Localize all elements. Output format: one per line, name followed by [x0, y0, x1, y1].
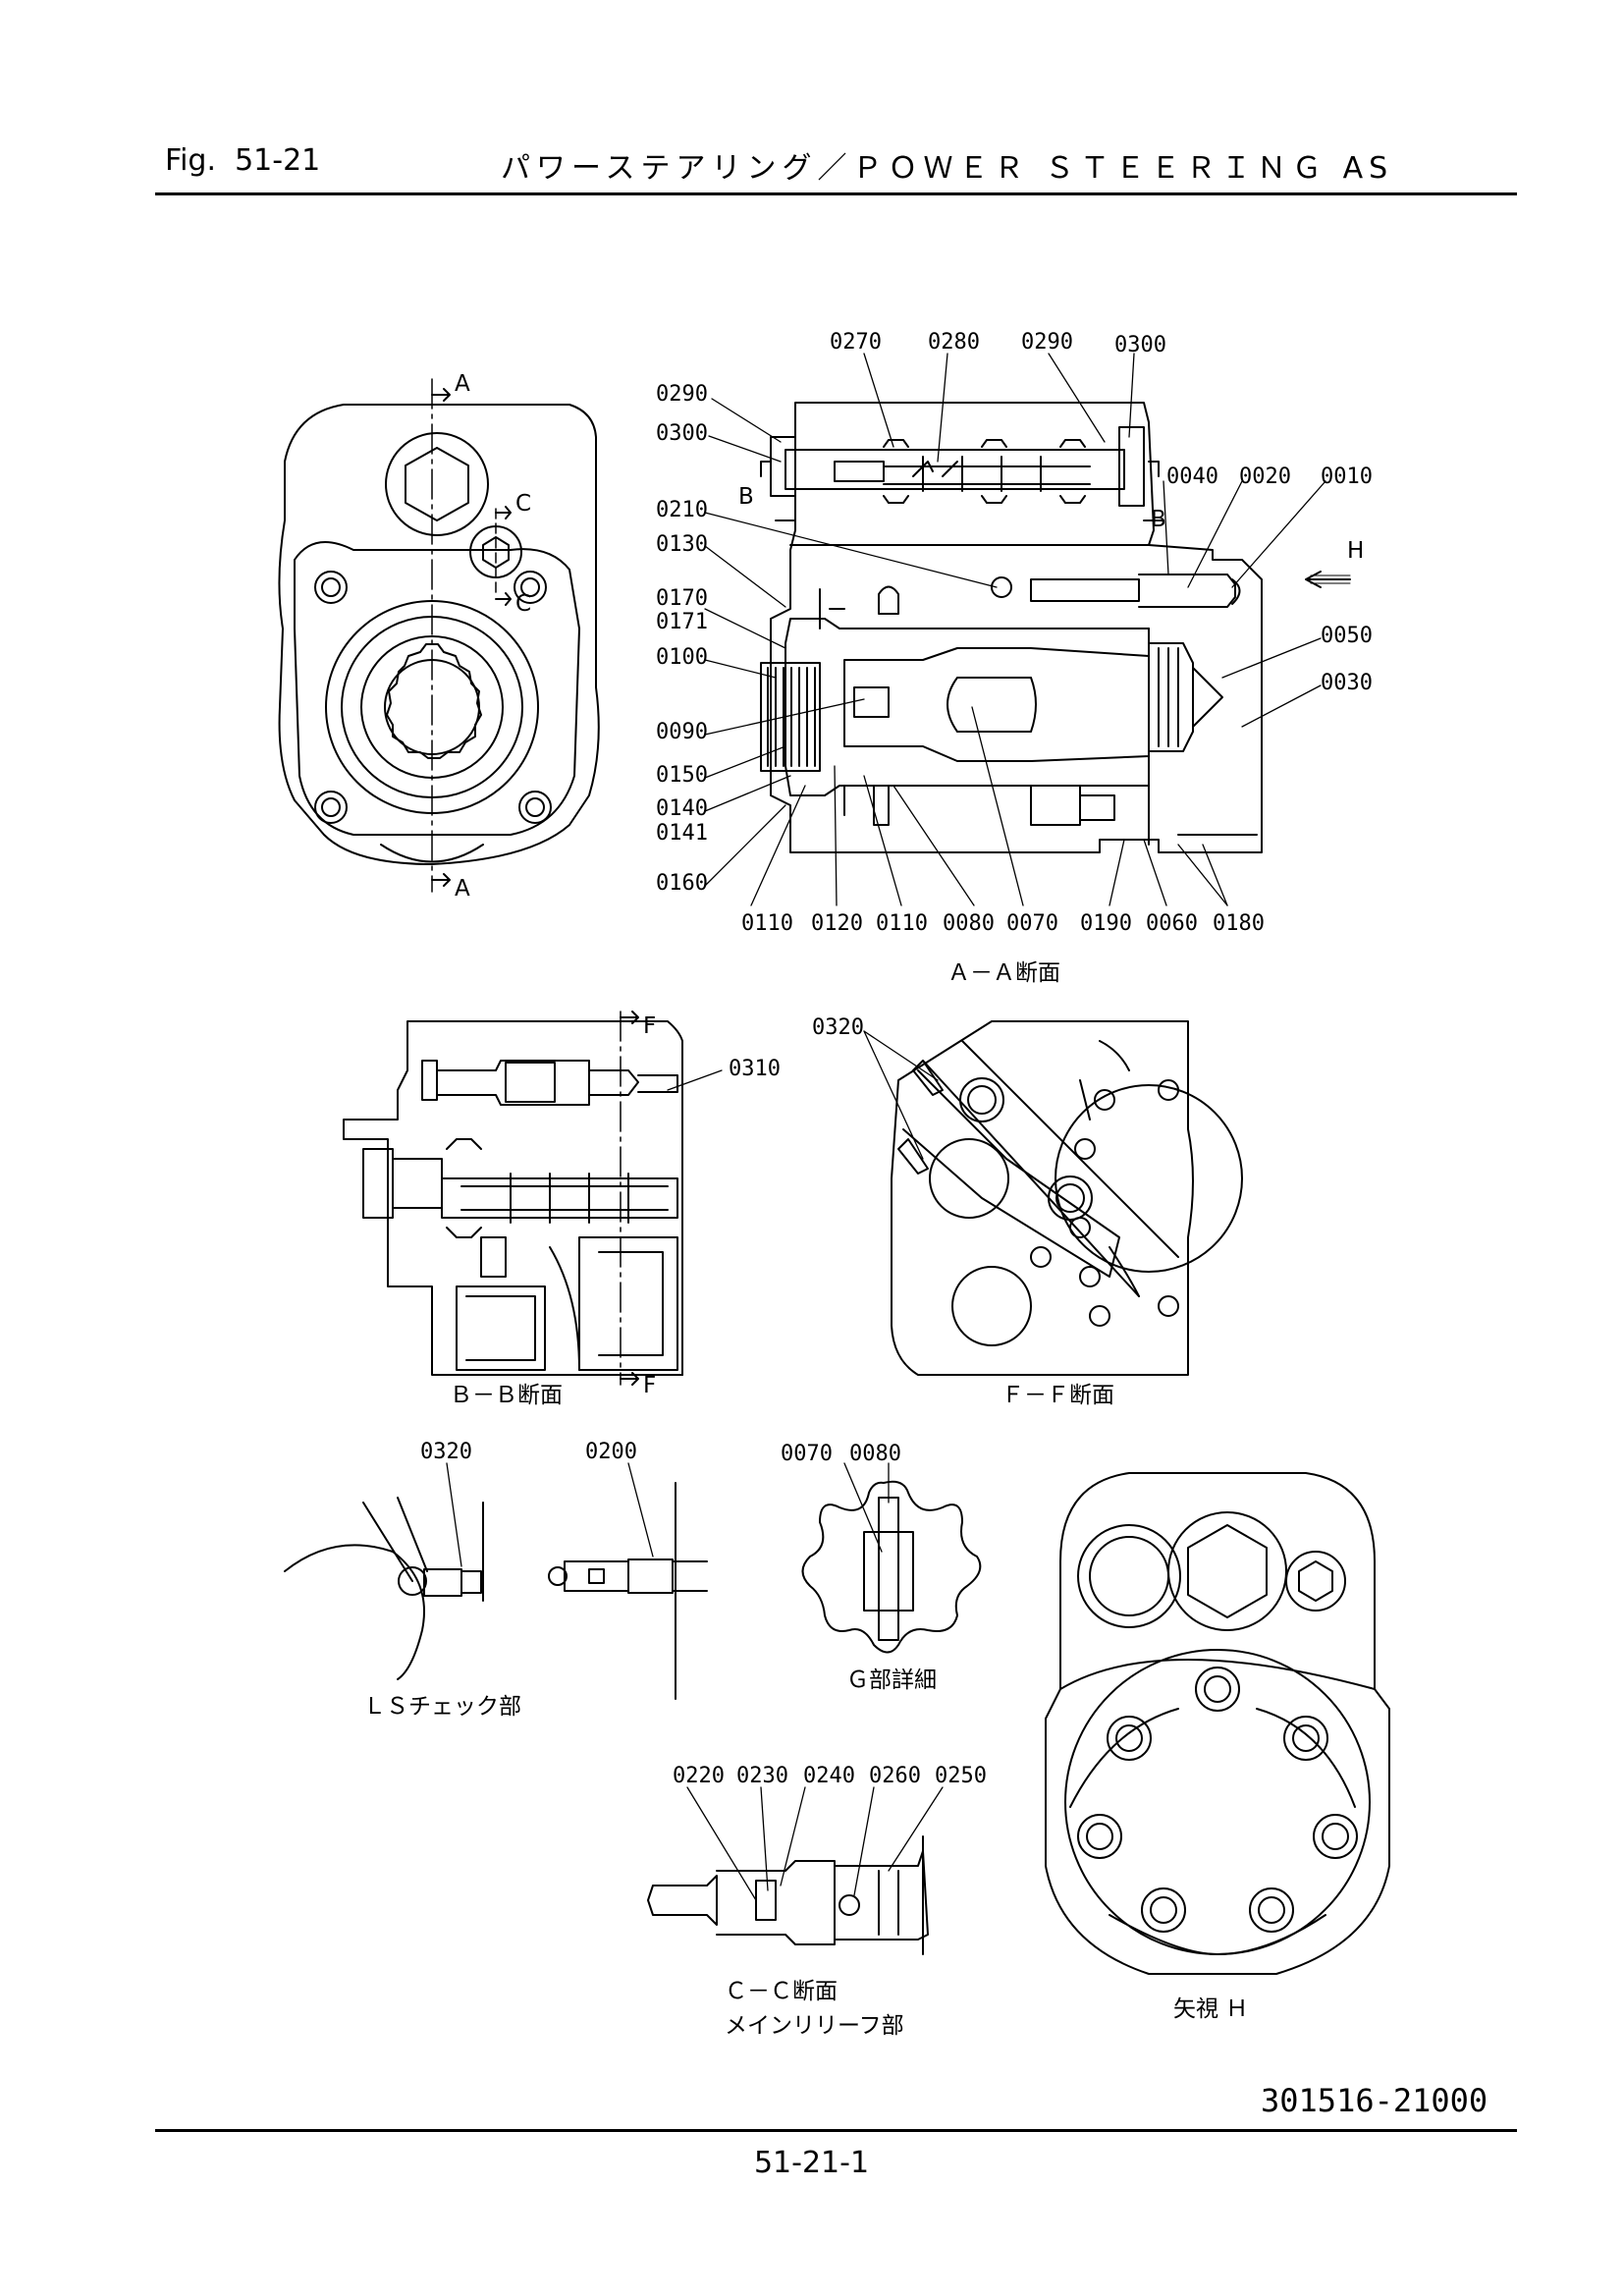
section-bb-view: [343, 1011, 683, 1386]
label-0060: 0060: [1146, 911, 1198, 936]
label-0171: 0171: [656, 610, 708, 634]
label-0020: 0020: [1239, 465, 1291, 489]
label-0140: 0140: [656, 796, 708, 821]
label-0320-ls: 0320: [420, 1440, 472, 1464]
label-0110-a: 0110: [741, 911, 793, 936]
caption-view-h: 矢視 Ｈ: [1173, 1996, 1248, 2022]
page-number: 51-21-1: [753, 2146, 870, 2180]
label-0170: 0170: [656, 586, 708, 611]
label-0200: 0200: [585, 1440, 637, 1464]
label-0080-g: 0080: [849, 1442, 901, 1466]
label-0141: 0141: [656, 821, 708, 846]
label-0190: 0190: [1080, 911, 1132, 936]
label-0120: 0120: [811, 911, 863, 936]
label-0130: 0130: [656, 532, 708, 557]
caption-ls-check: ＬＳチェック部: [363, 1694, 521, 1720]
label-0110-b: 0110: [876, 911, 928, 936]
label-0070: 0070: [1006, 911, 1058, 936]
section-cc-view: [647, 1835, 929, 1955]
section-mark-f-bottom: F: [643, 1373, 656, 1398]
leader-lines: [446, 353, 1326, 1901]
label-0080: 0080: [943, 911, 995, 936]
caption-main-relief: メインリリーフ部: [725, 2013, 904, 2039]
label-0070-g: 0070: [781, 1442, 833, 1466]
label-0280: 0280: [928, 330, 980, 355]
label-0290-top: 0290: [1021, 330, 1073, 355]
front-view: [278, 378, 600, 893]
label-0040: 0040: [1166, 465, 1218, 489]
label-0260: 0260: [869, 1764, 921, 1788]
view-mark-h: H: [1347, 538, 1364, 564]
label-0180: 0180: [1213, 911, 1265, 936]
caption-section-bb: Ｂ－Ｂ断面: [450, 1383, 563, 1408]
page-title: パワーステアリング／ＰＯＷＥＲ ＳＴＥＥＲＩＮＧ AS: [501, 151, 1394, 186]
section-mark-b-left: B: [738, 484, 754, 510]
header-rule: [155, 192, 1517, 195]
label-0100: 0100: [656, 645, 708, 670]
label-0050: 0050: [1321, 624, 1373, 648]
label-0300-left: 0300: [656, 421, 708, 446]
section-mark-b-right: B: [1151, 507, 1166, 532]
label-0220: 0220: [673, 1764, 725, 1788]
label-0010: 0010: [1321, 465, 1373, 489]
footer-rule: [155, 2129, 1517, 2132]
fig-number: 51-21: [235, 143, 321, 178]
label-0210: 0210: [656, 498, 708, 522]
fig-prefix: Fig.: [165, 143, 216, 178]
detail-g-view: [801, 1480, 982, 1654]
caption-section-cc: Ｃ－Ｃ断面: [725, 1979, 838, 2004]
section-ff-view: [891, 1020, 1243, 1376]
caption-section-aa: Ａ－Ａ断面: [947, 960, 1060, 986]
section-mark-c-bottom: C: [515, 591, 531, 617]
section-mark-a-bottom: A: [455, 876, 470, 902]
label-0090: 0090: [656, 720, 708, 744]
label-0310: 0310: [729, 1057, 781, 1081]
label-0160: 0160: [656, 871, 708, 896]
label-0250: 0250: [935, 1764, 987, 1788]
section-mark-c-top: C: [515, 491, 531, 517]
document-number: 301516-21000: [1261, 2082, 1488, 2119]
label-0230: 0230: [736, 1764, 788, 1788]
ls-check-view: [284, 1482, 708, 1700]
label-0150: 0150: [656, 763, 708, 788]
caption-section-ff: Ｆ－Ｆ断面: [1001, 1383, 1114, 1408]
section-mark-a-top: A: [455, 371, 470, 397]
label-0320-ff: 0320: [812, 1015, 864, 1040]
label-0240: 0240: [803, 1764, 855, 1788]
view-h: [1045, 1472, 1390, 1975]
label-0030: 0030: [1321, 671, 1373, 695]
caption-detail-g: Ｇ部詳細: [846, 1667, 937, 1693]
label-0300-top: 0300: [1114, 333, 1166, 357]
label-0270: 0270: [830, 330, 882, 355]
figure-label: Fig. 51-21: [165, 143, 320, 178]
section-mark-f-top: F: [643, 1013, 656, 1039]
section-aa-view: [760, 402, 1351, 853]
label-0290-left: 0290: [656, 382, 708, 407]
